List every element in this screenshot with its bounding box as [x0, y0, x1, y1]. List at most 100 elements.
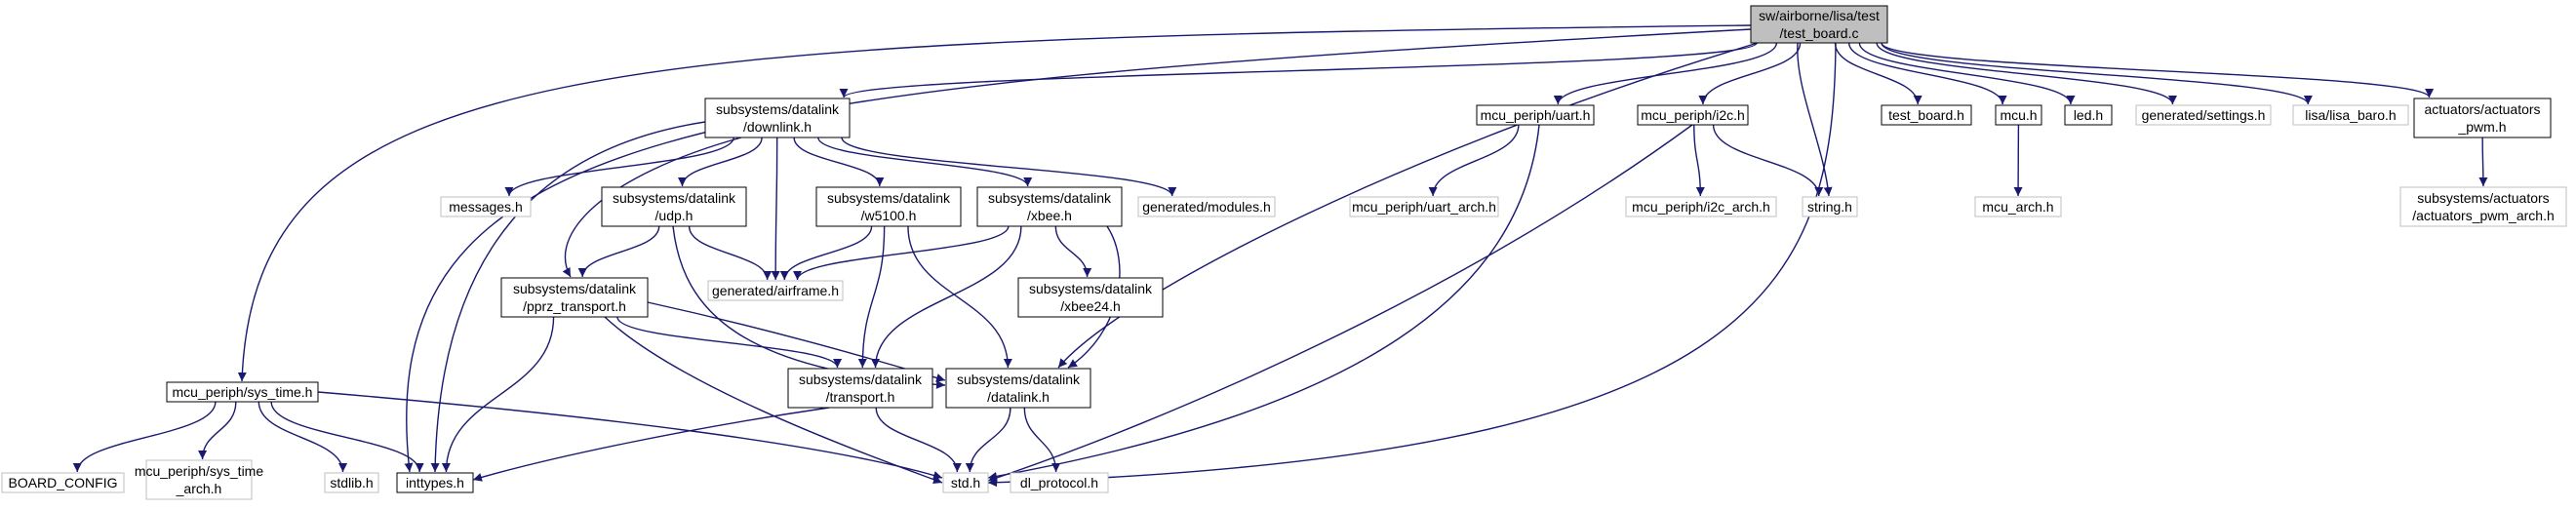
- node-lisa-baro: lisa/lisa_baro.h: [2292, 104, 2409, 126]
- node-dl-protocol: dl_protocol.h: [1010, 472, 1109, 493]
- node-box: [1476, 104, 1595, 126]
- node-box: [815, 186, 962, 227]
- node-box: [707, 280, 844, 301]
- node-label: subsystems/datalink: [827, 190, 951, 206]
- node-label: /pprz_transport.h: [523, 298, 626, 314]
- node-gen-modules: generated/modules.h: [1137, 196, 1276, 217]
- node-label: _pwm.h: [2457, 119, 2506, 135]
- edge-downlink-to-gen_airframe: [771, 137, 780, 281]
- node-label: subsystems/datalink: [513, 281, 637, 296]
- node-std: std.h: [942, 472, 989, 493]
- edge-xbee-to-gen_airframe: [793, 225, 1010, 281]
- node-i2c[interactable]: mcu_periph/i2c.h: [1637, 104, 1749, 126]
- edge-sys_time-to-inttypes: [270, 401, 424, 473]
- node-label: subsystems/datalink: [1029, 281, 1153, 296]
- node-box: [166, 381, 319, 403]
- edge-pprz-to-std: [604, 316, 943, 485]
- node-board-config: BOARD_CONFIG: [1, 472, 125, 493]
- node-label: subsystems/datalink: [988, 190, 1112, 206]
- node-inttypes[interactable]: inttypes.h: [396, 472, 474, 493]
- node-label: /downlink.h: [743, 119, 812, 135]
- node-box: [396, 472, 474, 493]
- edge-i2c-to-i2c_arch: [1693, 124, 1705, 197]
- node-label: inttypes.h: [406, 475, 464, 490]
- node-box: [500, 277, 649, 318]
- node-label: subsystems/actuators: [2417, 190, 2549, 206]
- edge-downlink-to-w5100: [793, 137, 885, 187]
- node-box: [2064, 104, 2113, 126]
- edges-layer: [72, 24, 2488, 488]
- node-downlink[interactable]: subsystems/datalink/downlink.h: [704, 98, 851, 138]
- node-label: lisa/lisa_baro.h: [2305, 107, 2396, 123]
- node-root[interactable]: sw/airborne/lisa/test/test_board.c: [1750, 5, 1888, 44]
- node-label: mcu_periph/sys_time.h: [173, 384, 313, 400]
- node-label: subsystems/datalink: [957, 372, 1081, 387]
- node-test-board[interactable]: test_board.h: [1881, 104, 1972, 126]
- node-label: led.h: [2074, 107, 2103, 123]
- edge-datalink-to-std: [965, 407, 1011, 473]
- edge-downlink-to-gen_modules: [841, 137, 1177, 197]
- node-act-pwm-arch: subsystems/actuators/actuators_pwm_arch.…: [2399, 186, 2567, 227]
- node-box: [1010, 472, 1109, 493]
- node-sys-time[interactable]: mcu_periph/sys_time.h: [166, 381, 319, 403]
- edge-root-to-inttypes: [404, 28, 1752, 473]
- node-label: /datalink.h: [987, 389, 1050, 405]
- node-label: mcu_arch.h: [1982, 199, 2053, 215]
- nodes-layer: sw/airborne/lisa/test/test_board.c mcu_pe…: [1, 5, 2567, 500]
- edge-udp-to-gen_airframe: [688, 225, 773, 281]
- node-sys-time-arch: mcu_periph/sys_time_arch.h: [135, 459, 263, 500]
- node-uart[interactable]: mcu_periph/uart.h: [1476, 104, 1595, 126]
- node-label: _arch.h: [176, 481, 222, 496]
- edge-i2c-to-string: [1712, 124, 1824, 197]
- node-box: [440, 196, 532, 217]
- node-box: [704, 98, 851, 138]
- node-box: [601, 186, 747, 227]
- node-pprz[interactable]: subsystems/datalink/pprz_transport.h: [500, 277, 649, 318]
- edge-downlink-to-messages: [504, 137, 734, 197]
- node-box: [1750, 5, 1888, 44]
- edge-udp-to-pprz: [577, 225, 660, 278]
- node-xbee[interactable]: subsystems/datalink/xbee.h: [976, 186, 1123, 227]
- node-label: mcu_periph/uart.h: [1481, 107, 1591, 123]
- node-label: /transport.h: [826, 389, 895, 405]
- node-act-pwm[interactable]: actuators/actuators_pwm.h: [2413, 98, 2552, 138]
- node-w5100[interactable]: subsystems/datalink/w5100.h: [815, 186, 962, 227]
- node-box: [1881, 104, 1972, 126]
- node-label: dl_protocol.h: [1020, 475, 1098, 490]
- node-string: string.h: [1802, 196, 1858, 217]
- edge-downlink-to-pprz: [562, 137, 742, 278]
- edge-uart-to-std: [987, 124, 1540, 481]
- node-box: [787, 368, 933, 409]
- node-box: [1625, 196, 1777, 217]
- edge-transport-to-std: [875, 407, 962, 473]
- node-xbee24[interactable]: subsystems/datalink/xbee24.h: [1017, 277, 1164, 318]
- node-box: [2135, 104, 2272, 126]
- node-box: [1137, 196, 1276, 217]
- node-label: /udp.h: [655, 208, 694, 223]
- node-label: messages.h: [449, 199, 522, 215]
- node-led[interactable]: led.h: [2064, 104, 2113, 126]
- node-label: stdlib.h: [330, 475, 373, 490]
- node-label: string.h: [1807, 199, 1852, 215]
- node-label: mcu.h: [2000, 107, 2037, 123]
- edge-root-to-string: [1797, 42, 1833, 197]
- edge-uart-to-uart_arch: [1428, 124, 1520, 197]
- node-box: [2413, 98, 2552, 138]
- node-transport[interactable]: subsystems/datalink/transport.h: [787, 368, 933, 409]
- edge-root-to-act_pwm: [1881, 42, 2434, 98]
- edge-pprz-to-transport: [616, 316, 842, 369]
- node-stdlib: stdlib.h: [324, 472, 379, 493]
- edge-root-to-lisa_baro: [1881, 42, 2313, 105]
- node-label: subsystems/datalink: [799, 372, 923, 387]
- node-messages: messages.h: [440, 196, 532, 217]
- node-label: generated/settings.h: [2142, 107, 2266, 123]
- node-datalink[interactable]: subsystems/datalink/datalink.h: [945, 368, 1091, 409]
- edge-root-to-test_board: [1834, 42, 1922, 105]
- node-label: generated/modules.h: [1142, 199, 1271, 215]
- edge-root-to-gen_settings: [1876, 42, 2177, 105]
- node-label: /xbee.h: [1027, 208, 1072, 223]
- edge-udp-to-datalink: [672, 225, 946, 389]
- node-box: [942, 472, 989, 493]
- node-udp[interactable]: subsystems/datalink/udp.h: [601, 186, 747, 227]
- node-mcu[interactable]: mcu.h: [1995, 104, 2042, 126]
